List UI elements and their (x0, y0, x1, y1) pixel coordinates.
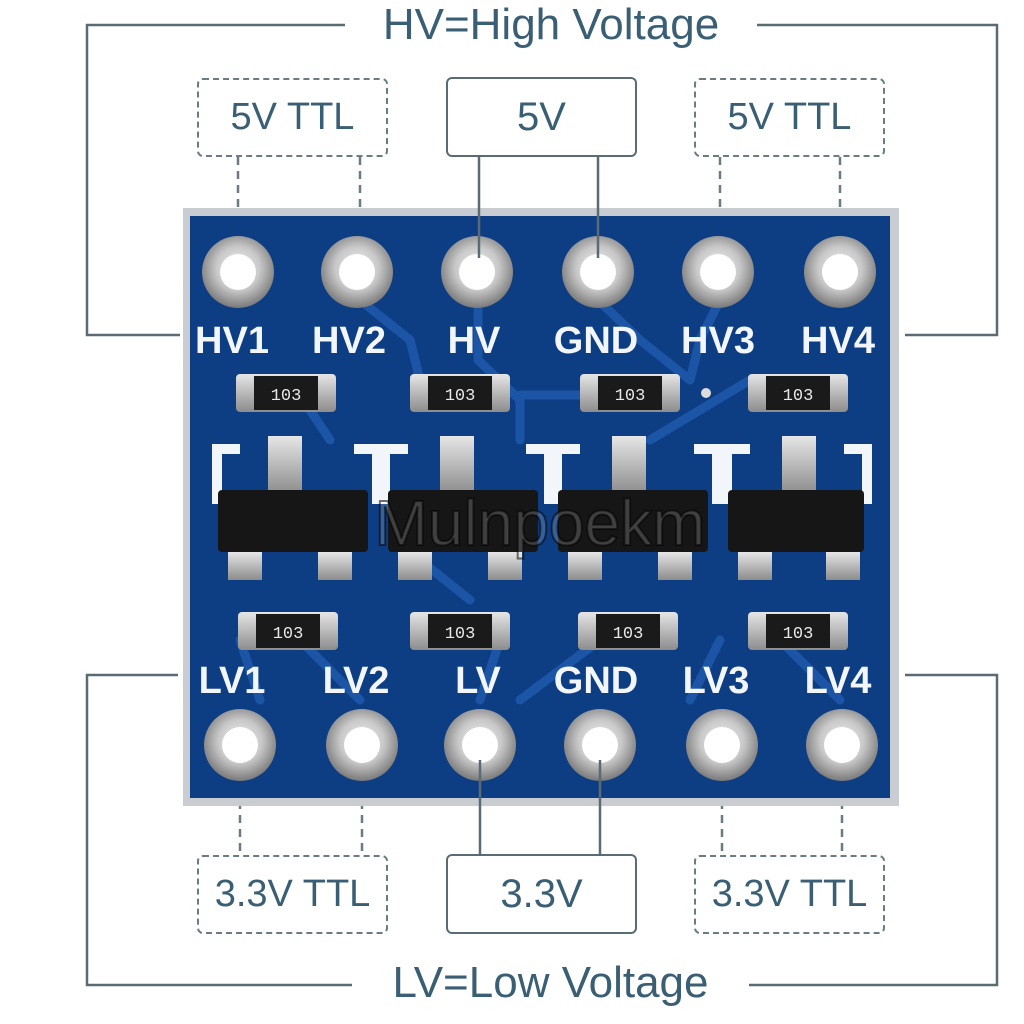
watermark: Mulnpoekm (375, 487, 706, 559)
resistor-top-1: 103 (271, 387, 302, 406)
resistor-bottom-1: 103 (273, 625, 304, 644)
silk-bottom-pin-1: LV1 (199, 660, 266, 702)
top-left-box: 5V TTL (197, 78, 388, 157)
mosfet-bottom-pads (228, 552, 860, 580)
silk-bottom-pin-6: LV4 (805, 660, 872, 702)
hv-bracket-left (85, 23, 345, 337)
top-right-box: 5V TTL (694, 78, 885, 157)
lv-title: LV=Low Voltage (352, 958, 749, 1008)
mosfet-silk (212, 444, 872, 504)
resistor-top-3: 103 (615, 387, 646, 406)
top-pads (202, 236, 876, 308)
silk-top-pin-2: HV2 (312, 320, 386, 362)
silk-bottom-pin-5: LV3 (683, 660, 750, 702)
silk-bottom-pin-2: LV2 (323, 660, 390, 702)
bottom-right-box: 3.3V TTL (694, 855, 885, 934)
test-point (701, 388, 711, 398)
resistor-bottom-4: 103 (783, 625, 814, 644)
silk-bottom-pin-4: GND (554, 660, 638, 702)
hv-bracket-right (740, 23, 999, 337)
hv-title: HV=High Voltage (345, 0, 757, 50)
silk-top-pin-3: HV (448, 320, 501, 362)
silk-top-pin-6: HV4 (801, 320, 875, 362)
bottom-pads (204, 709, 878, 781)
silk-top-pin-5: HV3 (681, 320, 755, 362)
lv-bracket-left (85, 673, 355, 987)
mosfet-top-pads (268, 436, 816, 494)
mosfet-bodies (218, 490, 864, 552)
bottom-center-box: 3.3V (446, 854, 637, 934)
resistor-top-4: 103 (783, 387, 814, 406)
silk-bottom-pin-3: LV (455, 660, 501, 702)
top-resistors: 103 103 103 103 (236, 374, 848, 412)
bottom-resistors: 103 103 103 103 (238, 612, 848, 650)
resistor-bottom-3: 103 (613, 625, 644, 644)
resistor-top-2: 103 (445, 387, 476, 406)
resistor-bottom-2: 103 (445, 625, 476, 644)
bottom-left-box: 3.3V TTL (197, 855, 388, 934)
silk-top-pin-1: HV1 (195, 320, 269, 362)
silk-top-pin-4: GND (554, 320, 638, 362)
top-center-box: 5V (446, 77, 637, 157)
lv-bracket-right (735, 673, 999, 987)
